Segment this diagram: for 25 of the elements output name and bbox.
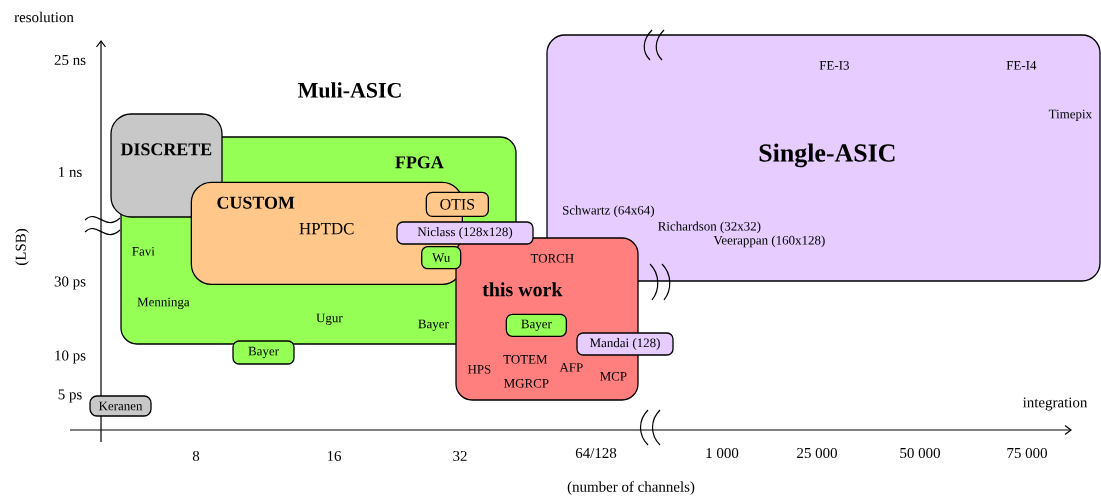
tick-label: 1 000 [706, 447, 739, 459]
axis-title: resolution [14, 11, 74, 23]
chip-tag: Wu [421, 246, 462, 270]
chip-tag: Keranen [89, 395, 152, 417]
chip-tag: Bayer [505, 313, 567, 337]
tick-label: 50 000 [900, 447, 940, 459]
chip-tag: Mandai (128) [576, 332, 674, 356]
axis-title: (LSB) [15, 229, 29, 265]
tick-label: 75 000 [1007, 447, 1047, 459]
axis-title: integration [1022, 397, 1088, 411]
tick-label: 64/128 [575, 447, 617, 459]
tick-label: 10 ps [55, 350, 86, 364]
tick-label: 8 [192, 450, 200, 462]
tick-label: 5 ps [58, 389, 82, 403]
tick-label: 1 ns [59, 167, 82, 177]
chip-tag: Niclass (128x128) [396, 221, 534, 245]
tick-label: 32 [453, 451, 467, 461]
axis-title: (number of channels) [567, 481, 695, 495]
tick-label: 30 ps [54, 276, 86, 290]
tick-label: 25 ns [54, 55, 86, 65]
tick-label: 25 000 [797, 447, 837, 459]
region-title: Muli-ASIC [298, 82, 401, 98]
chip-tag: OTIS [425, 191, 489, 217]
chip-tag: Bayer [232, 340, 295, 365]
tick-label: 16 [327, 451, 342, 461]
